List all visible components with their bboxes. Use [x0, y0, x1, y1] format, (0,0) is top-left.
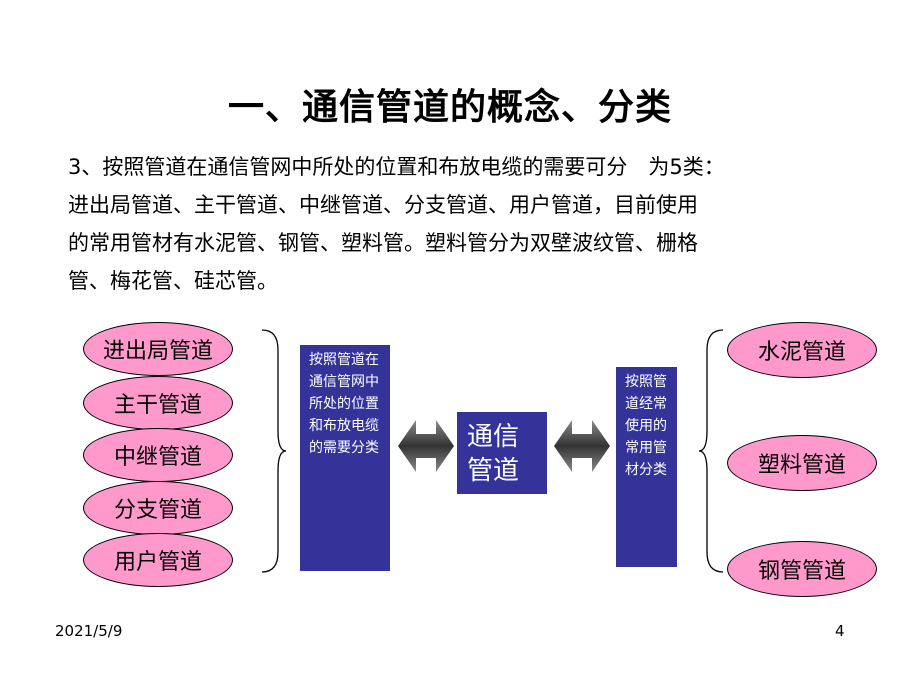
oval-left-3: 中继管道	[83, 428, 233, 482]
right-brace-icon	[698, 329, 724, 573]
oval-left-1: 进出局管道	[83, 322, 233, 376]
center-box-communication-pipeline: 通信管道	[457, 412, 547, 494]
left-brace-icon	[261, 329, 287, 573]
footer-date: 2021/5/9	[55, 622, 123, 640]
right-category-box: 按照管道经常使用的常用管材分类	[616, 367, 677, 567]
oval-right-1: 水泥管道	[727, 322, 877, 378]
slide-title: 一、通信管道的概念、分类	[227, 87, 672, 128]
oval-left-4: 分支管道	[83, 481, 233, 535]
paragraph-line: 3、按照管道在通信管网中所处的位置和布放电缆的需要可分 为5类：	[68, 155, 725, 179]
double-arrow-right-icon	[554, 420, 610, 472]
double-arrow-left-icon	[398, 420, 454, 472]
left-category-box: 按照管道在通信管网中所处的位置和布放电缆的需要分类	[300, 345, 390, 571]
body-paragraph: 3、按照管道在通信管网中所处的位置和布放电缆的需要可分 为5类： 进出局管道、主…	[68, 148, 838, 300]
oval-right-3: 钢管管道	[727, 541, 877, 597]
oval-left-5: 用户管道	[83, 533, 233, 587]
oval-right-2: 塑料管道	[727, 435, 877, 491]
paragraph-line: 管、梅花管、硅芯管。	[68, 269, 278, 293]
oval-left-2: 主干管道	[83, 376, 233, 430]
paragraph-line: 进出局管道、主干管道、中继管道、分支管道、用户管道，目前使用	[68, 193, 698, 217]
footer-page-number: 4	[835, 622, 845, 640]
paragraph-line: 的常用管材有水泥管、钢管、塑料管。塑料管分为双壁波纹管、栅格	[68, 231, 698, 255]
